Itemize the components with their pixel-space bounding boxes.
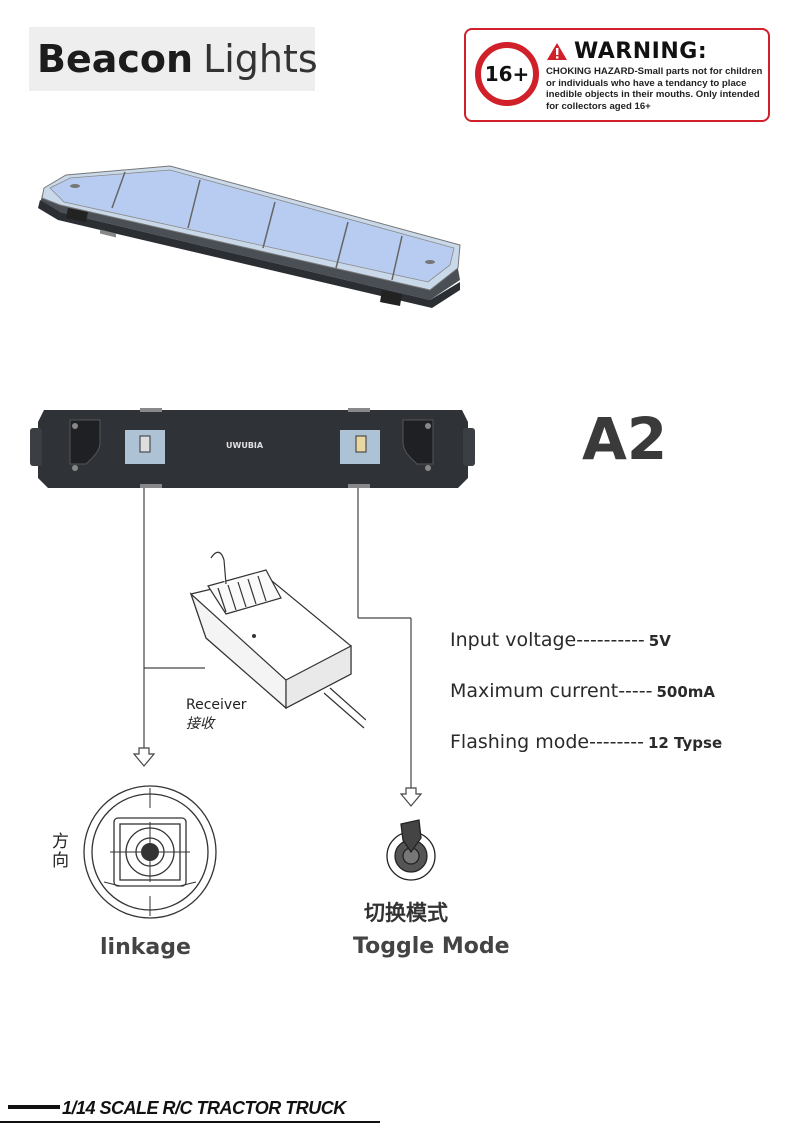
spec-value: 500mA [656,683,716,701]
age-badge: 16+ [475,42,539,106]
spec-value: 12 Typse [647,734,723,752]
spec-label: Maximum current----- [450,680,653,702]
toggle-cn-label: 切换模式 [364,901,448,925]
spec-value: 5V [648,632,671,650]
title-bold: Beacon [37,37,194,81]
footer-divider [8,1105,60,1109]
bar-brand-label: UWUBIA [226,441,264,450]
receiver-illustration [189,551,366,729]
warning-heading: WARNING: [546,38,768,64]
page-title: Beacon Lights [29,27,318,91]
title-light: Lights [203,37,318,81]
toggle-switch-icon [386,819,436,881]
linkage-cn-label: 方向 [52,832,69,871]
model-code: A2 [582,405,668,473]
spec-maximum-current: Maximum current-----500mA [450,680,715,702]
linkage-caption: linkage [100,935,191,960]
footer-text: 1/14 SCALE R/C TRACTOR TRUCK [62,1098,346,1118]
receiver-label: Receiver 接收 [186,697,247,733]
warning-heading-text: WARNING: [574,38,708,64]
steering-wheel-icon [83,785,217,919]
light-bar-perspective-illustration [38,165,461,308]
spec-input-voltage: Input voltage----------5V [450,629,671,651]
footer-rule [0,1121,380,1123]
light-bar-top-view [30,408,475,488]
receiver-label-en: Receiver [186,697,247,713]
warning-label: 16+ WARNING: CHOKING HAZARD-Small parts … [464,28,770,122]
spec-flashing-mode: Flashing mode--------12 Typse [450,731,722,753]
spec-label: Input voltage---------- [450,629,645,651]
spec-label: Flashing mode-------- [450,731,644,753]
receiver-label-cn: 接收 [186,716,214,732]
warning-triangle-icon [547,42,567,60]
toggle-caption: Toggle Mode [353,934,510,959]
warning-body: CHOKING HAZARD-Small parts not for child… [546,66,763,112]
